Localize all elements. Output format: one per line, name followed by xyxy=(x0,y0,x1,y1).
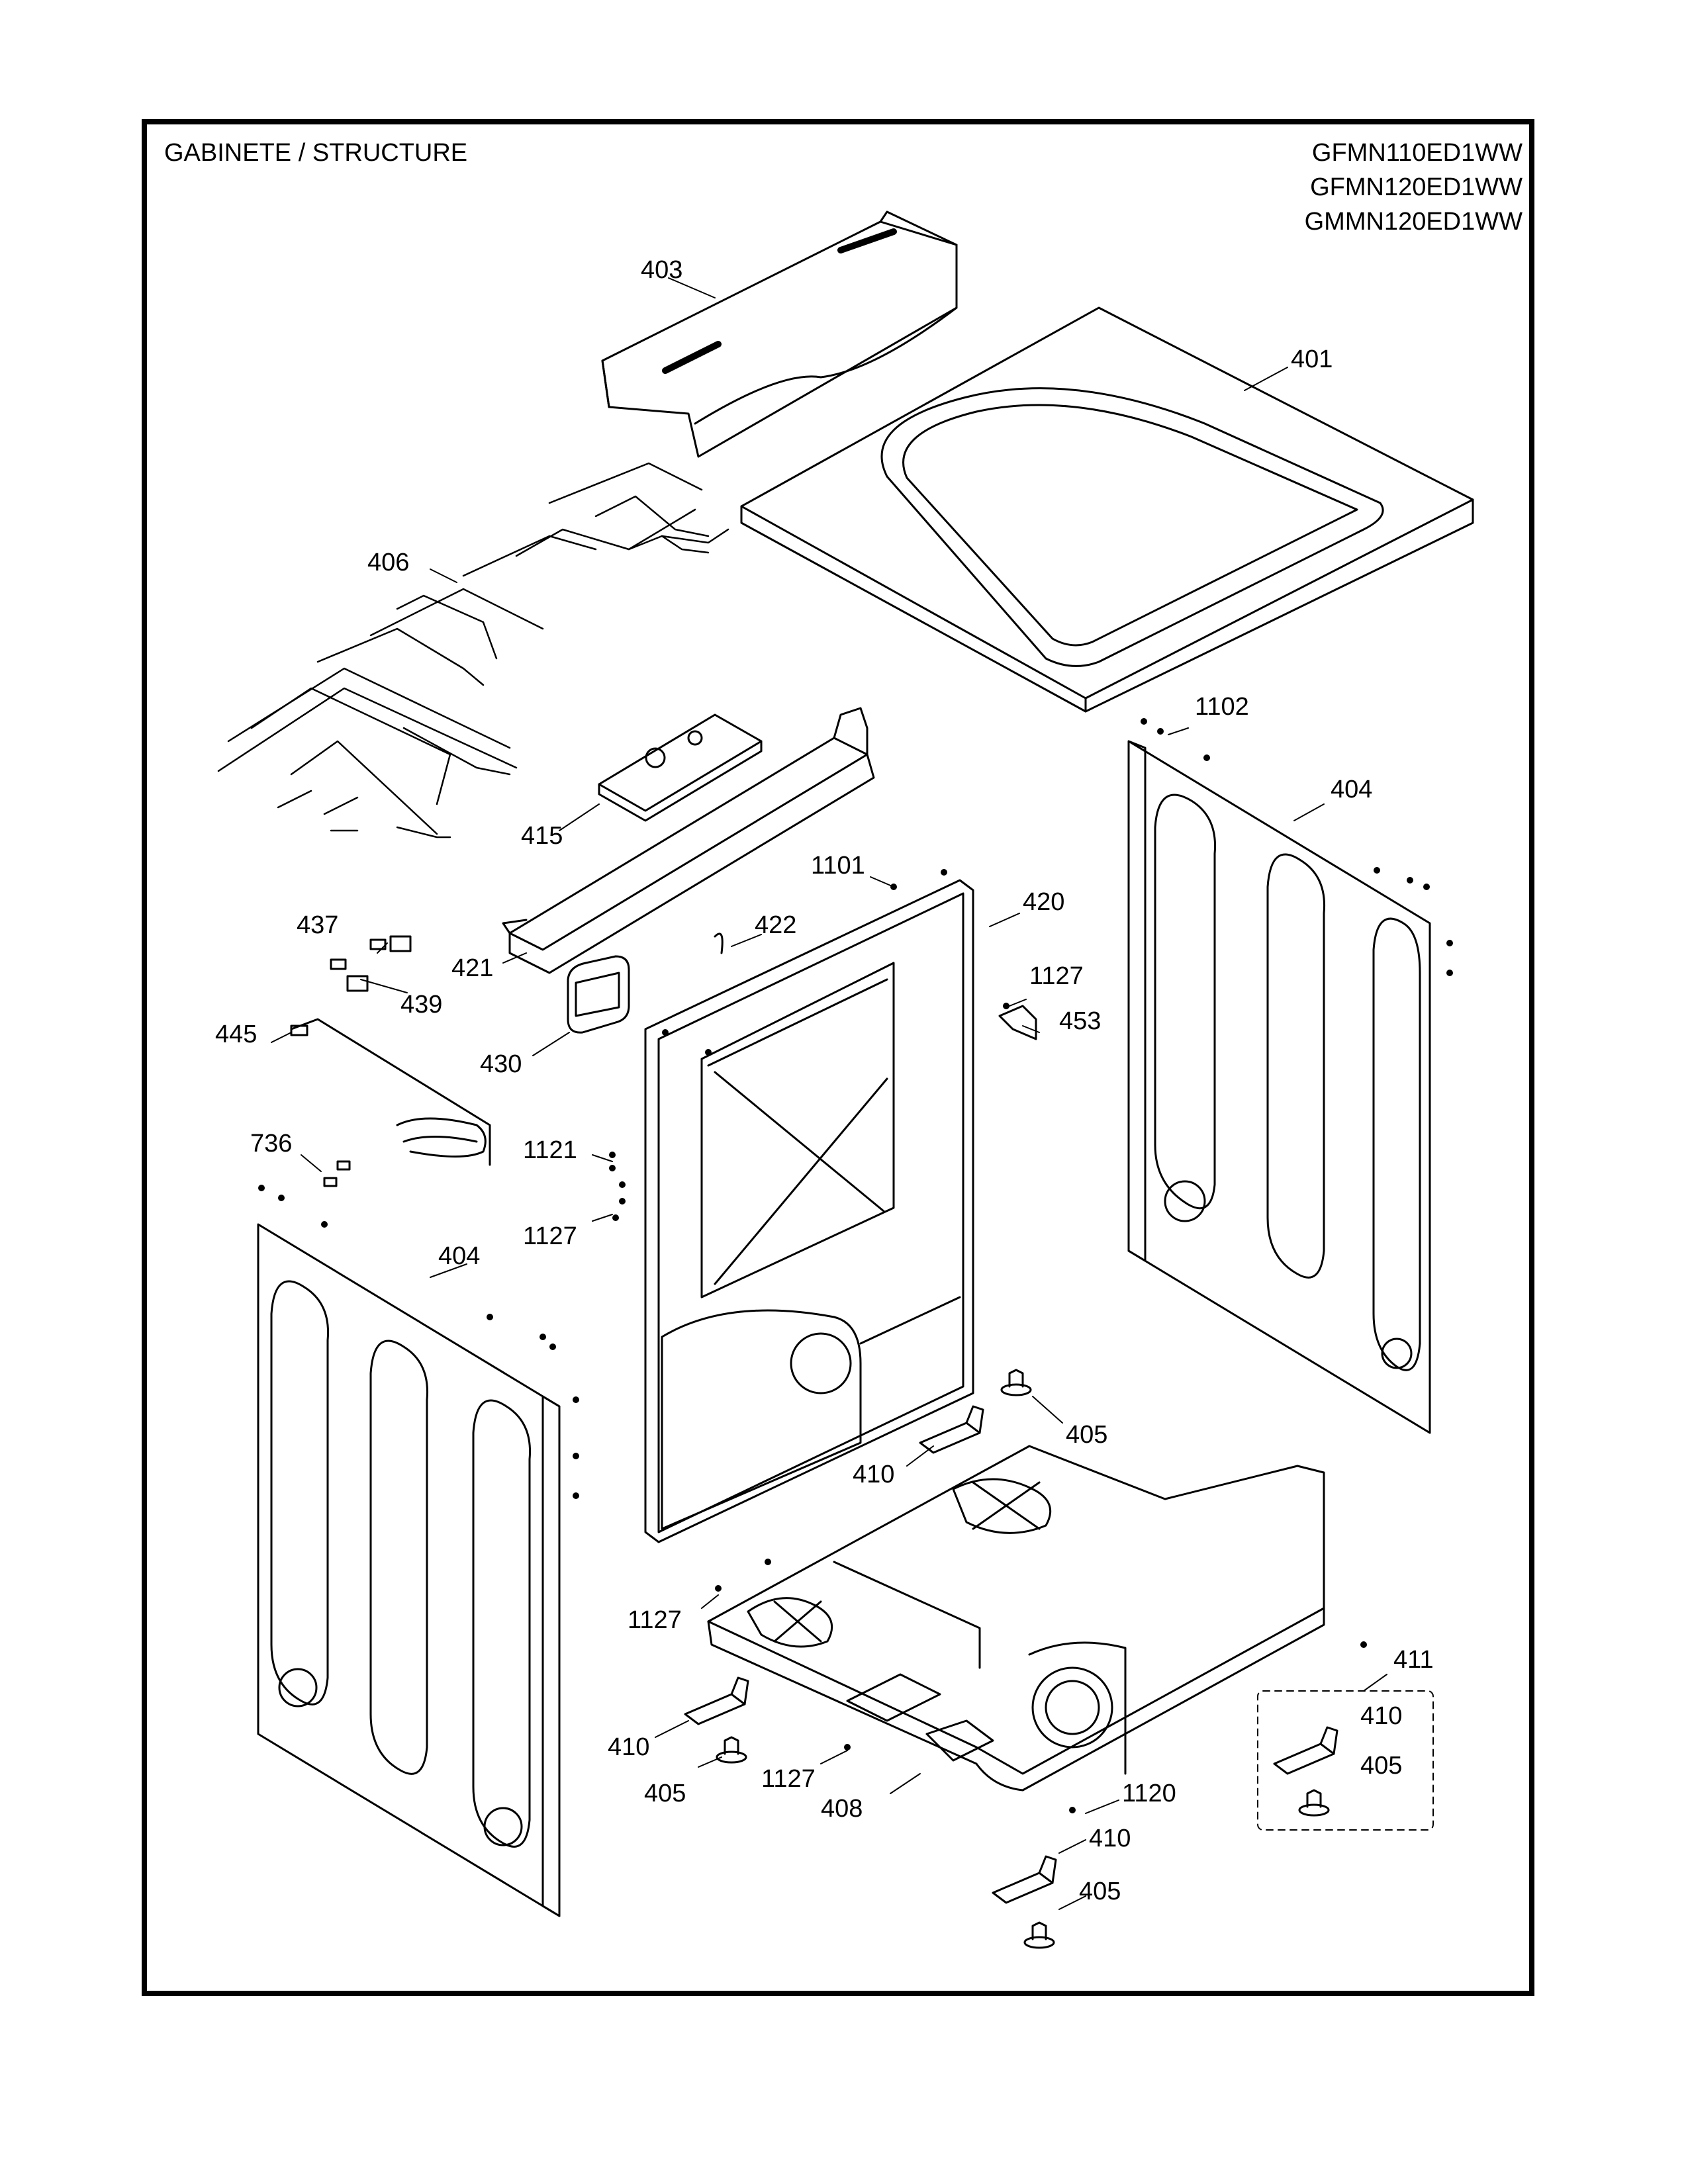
model-number-3: GMMN120ED1WW xyxy=(1304,208,1523,236)
part-420-front-frame xyxy=(644,879,974,1543)
callout-403: 403 xyxy=(641,256,682,284)
leader-lines xyxy=(271,277,1387,1910)
part-422-clip xyxy=(714,933,724,954)
callout-422: 422 xyxy=(755,911,796,939)
callout-410-bottom: 410 xyxy=(1089,1825,1131,1852)
part-405-leveling-leg-d xyxy=(1023,1921,1055,1949)
part-404-left-side-panel xyxy=(257,1223,561,1917)
callout-405-lower-left: 405 xyxy=(644,1780,686,1807)
callout-1101: 1101 xyxy=(811,852,865,880)
part-411-leveling-kit xyxy=(1257,1690,1434,1831)
callout-445: 445 xyxy=(215,1021,257,1048)
part-736-terminal xyxy=(323,1160,351,1187)
part-404-right-side-panel xyxy=(1127,740,1431,1434)
callout-415: 415 xyxy=(521,822,563,850)
callout-1120: 1120 xyxy=(1122,1780,1176,1807)
callout-405-bottom: 405 xyxy=(1079,1878,1121,1905)
callout-1127-lower-center: 1127 xyxy=(761,1765,816,1793)
callout-401: 401 xyxy=(1291,345,1333,373)
callout-labels: 403 401 406 1102 404 415 1101 420 437 42… xyxy=(215,256,1434,1905)
callout-439: 439 xyxy=(400,991,442,1019)
part-410-bracket-b xyxy=(684,1676,749,1725)
callout-437: 437 xyxy=(297,911,338,939)
model-number-1: GFMN110ED1WW xyxy=(1311,139,1523,167)
callout-736: 736 xyxy=(250,1130,292,1158)
callout-421: 421 xyxy=(451,954,493,982)
callout-404-right: 404 xyxy=(1331,776,1372,803)
part-406-wire-harness xyxy=(217,462,729,839)
callout-404-left: 404 xyxy=(438,1242,480,1270)
part-430-lint-duct xyxy=(567,955,630,1034)
diagram-title: GABINETE / STRUCTURE xyxy=(164,139,468,167)
callout-420: 420 xyxy=(1023,888,1064,916)
callout-1102: 1102 xyxy=(1195,693,1249,721)
callout-405-kit: 405 xyxy=(1360,1752,1402,1780)
callout-430: 430 xyxy=(480,1050,522,1078)
callout-1127-lower-left: 1127 xyxy=(628,1606,682,1634)
callout-410-lower-left: 410 xyxy=(608,1733,649,1761)
callout-410-upper: 410 xyxy=(853,1461,894,1488)
part-410-bracket-d xyxy=(992,1855,1057,1904)
part-415-control-board xyxy=(598,713,763,822)
callout-405-upper: 405 xyxy=(1066,1421,1107,1449)
part-453-hinge-bracket xyxy=(998,1005,1037,1040)
callout-453: 453 xyxy=(1059,1007,1101,1035)
callout-1121: 1121 xyxy=(523,1136,577,1164)
part-445-heater-assembly xyxy=(290,1018,491,1166)
part-403-console xyxy=(601,210,958,458)
diagram-frame xyxy=(142,119,1534,1996)
part-405-leveling-leg-a xyxy=(1000,1369,1032,1396)
part-401-top-panel xyxy=(740,306,1474,713)
callout-408: 408 xyxy=(821,1795,863,1823)
part-421-bracket xyxy=(502,707,875,974)
callout-406: 406 xyxy=(367,549,409,576)
callout-410-kit: 410 xyxy=(1360,1702,1402,1730)
model-number-2: GFMN120ED1WW xyxy=(1310,173,1523,201)
part-405-leveling-leg-b xyxy=(716,1736,747,1764)
screw-group xyxy=(258,718,1453,1813)
callout-1127-upper: 1127 xyxy=(1029,962,1084,990)
callout-411: 411 xyxy=(1393,1646,1434,1674)
callout-1127-middle: 1127 xyxy=(523,1222,577,1250)
part-408-base xyxy=(707,1445,1325,1792)
